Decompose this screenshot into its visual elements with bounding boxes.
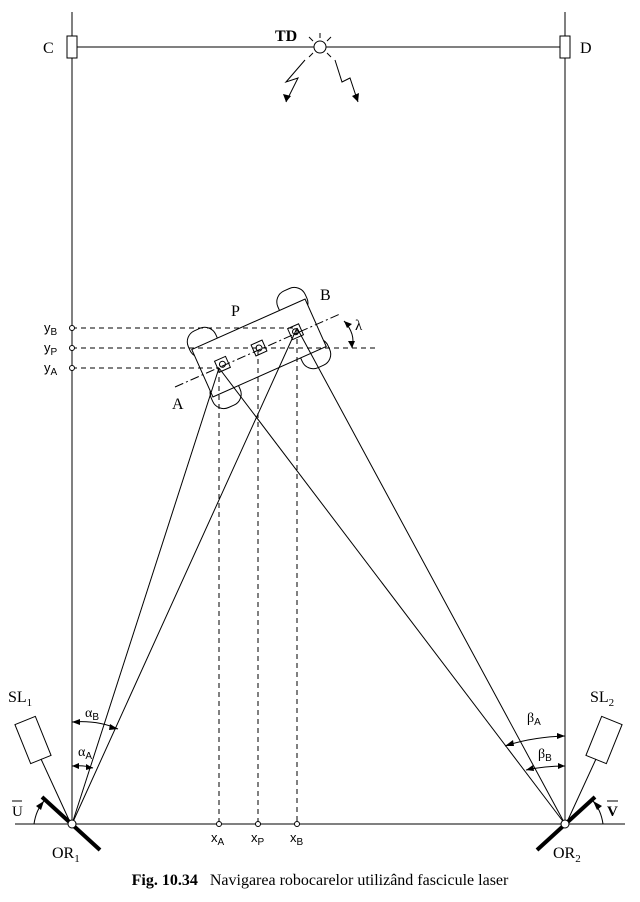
label-sl1: SL1 xyxy=(8,689,32,709)
beam-or2-b xyxy=(296,327,566,825)
laser-source-sl1-icon xyxy=(14,715,52,765)
label-or2: OR2 xyxy=(553,845,581,865)
label-yp: yP xyxy=(44,340,58,358)
label-alpha-a: αA xyxy=(78,745,92,762)
label-yb: yB xyxy=(44,320,58,338)
label-u: U xyxy=(12,804,23,820)
figure-caption: Fig. 10.34 Navigarea robocarelor utilizâ… xyxy=(0,872,640,890)
td-emitter-icon xyxy=(307,33,333,58)
label-beta-b: βB xyxy=(538,747,552,764)
label-d: D xyxy=(580,40,592,57)
label-alpha-b: αB xyxy=(85,706,99,723)
label-b: B xyxy=(320,287,331,304)
laser-source-sl2-icon xyxy=(585,715,623,765)
pivot-or2 xyxy=(560,819,570,829)
label-sl2: SL2 xyxy=(590,689,614,709)
signal-left-arrow-icon xyxy=(283,59,306,103)
slider-d xyxy=(559,35,571,59)
pivot-or1 xyxy=(67,819,77,829)
label-v: V xyxy=(607,804,618,820)
beam-or1-b xyxy=(71,327,298,825)
label-xa: xA xyxy=(211,830,225,848)
label-c: C xyxy=(43,40,54,57)
robocar xyxy=(186,286,332,410)
caption-number: Fig. 10.34 xyxy=(131,872,198,889)
label-xp: xP xyxy=(251,830,265,848)
slider-c xyxy=(66,35,78,59)
beta-a-arc xyxy=(504,735,566,747)
label-a: A xyxy=(172,396,184,413)
label-p: P xyxy=(231,303,240,320)
label-xb: xB xyxy=(290,830,304,848)
beam-or1-a xyxy=(71,367,220,825)
label-td: TD xyxy=(275,28,297,45)
label-ya: yA xyxy=(44,360,58,378)
label-beta-a: βA xyxy=(527,711,541,728)
signal-right-arrow-icon xyxy=(334,59,359,103)
beam-or2-a xyxy=(218,367,566,825)
label-lambda: λ xyxy=(355,318,363,334)
label-or1: OR1 xyxy=(52,845,80,865)
caption-text: Navigarea robocarelor utilizând fascicul… xyxy=(209,872,509,889)
